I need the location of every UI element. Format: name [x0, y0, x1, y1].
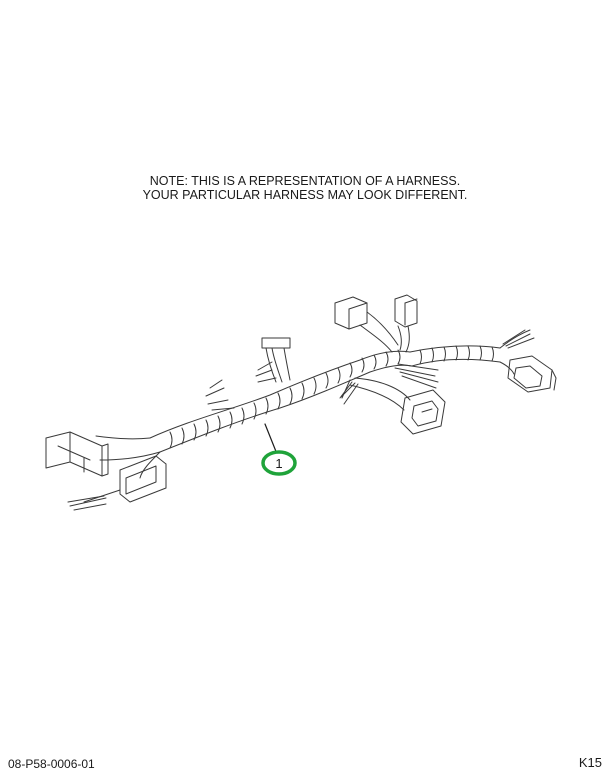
upper-connectors — [334, 294, 418, 353]
drawing-number: 08-P58-0006-01 — [8, 757, 95, 771]
upper-left-connector — [205, 337, 291, 411]
callout-ellipse — [261, 450, 297, 476]
callout-1[interactable]: 1 — [261, 450, 297, 476]
page-code: K15 — [578, 755, 602, 770]
note-line-2: YOUR PARTICULAR HARNESS MAY LOOK DIFFERE… — [142, 188, 468, 202]
callout-label: 1 — [275, 456, 282, 471]
lower-right-branch — [339, 363, 446, 435]
callout-leader-line — [264, 423, 278, 455]
main-trunk — [149, 349, 413, 453]
note-line-1: NOTE: THIS IS A REPRESENTATION OF A HARN… — [149, 174, 461, 188]
right-branch — [409, 329, 557, 393]
left-connectors — [45, 431, 167, 511]
harness-note: NOTE: THIS IS A REPRESENTATION OF A HARN… — [0, 174, 610, 202]
